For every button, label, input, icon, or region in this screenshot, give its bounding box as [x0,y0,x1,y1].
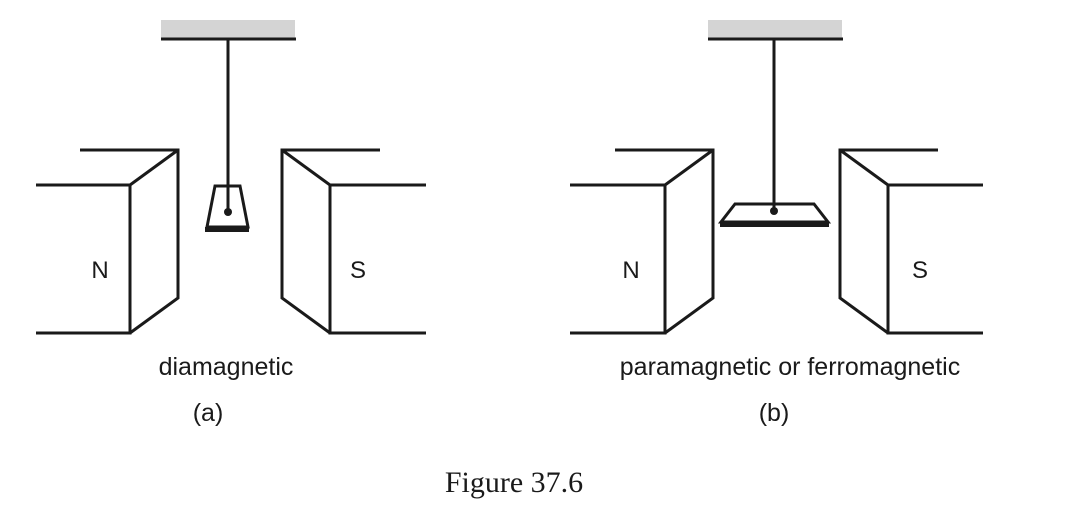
caption-a: diamagnetic [159,353,294,381]
south-pole-label-a: S [350,257,366,284]
sample-diamagnetic [205,184,250,232]
panel-label-a: (a) [193,399,224,427]
magnet-north-pole-a [36,148,180,335]
north-pole-label-a: N [91,257,108,284]
ceiling-support-b [708,20,843,41]
south-pole-label-b: S [912,257,928,284]
panel-label-b: (b) [759,399,790,427]
north-pole-label-b: N [622,257,639,284]
panel-a: N S diamagnetic (a) [36,20,426,427]
magnet-north-pole-b [570,148,715,335]
figure-title: Figure 37.6 [445,466,583,499]
sample-paramagnetic [717,202,832,227]
magnet-south-pole-a [280,148,426,335]
magnet-south-pole-b [838,148,983,335]
ceiling-support-a [161,20,296,41]
caption-b: paramagnetic or ferromagnetic [620,353,960,381]
panel-b: N S paramagnetic or ferromagnetic (b) [570,20,983,427]
